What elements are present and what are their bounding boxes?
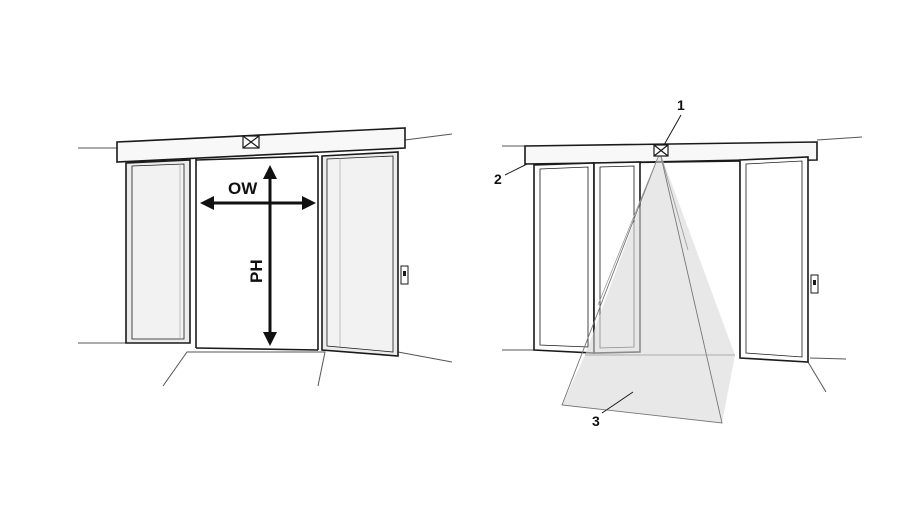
callout-3-label: 3 [592,413,600,429]
right-sensor-icon [653,144,669,157]
left-floor-mat [162,351,326,387]
right-door-assembly: 1 2 3 [494,97,863,429]
ph-dimension-arrow [263,165,277,346]
right-fixed-panel [321,151,399,357]
right-right-sliding-door [739,156,809,363]
right-wall-lines [502,136,863,393]
callout-leaders [504,114,682,414]
sensor-detection-beam [561,150,735,424]
left-door-assembly: OW PH [78,127,453,387]
right-operator-header [524,141,818,165]
left-wall-lines [78,133,453,363]
left-sensor-icon [242,135,260,149]
right-push-button [810,274,819,294]
callout-2-label: 2 [494,171,502,187]
left-fixed-panel [125,159,191,344]
ow-label: OW [228,179,258,198]
callout-1-label: 1 [677,97,685,113]
left-push-button [400,265,409,285]
ow-dimension-arrow [200,196,316,210]
right-left-fixed-panel [533,162,595,354]
ph-label: PH [247,259,266,283]
left-door-opening [195,155,319,351]
left-operator-header [116,127,406,163]
